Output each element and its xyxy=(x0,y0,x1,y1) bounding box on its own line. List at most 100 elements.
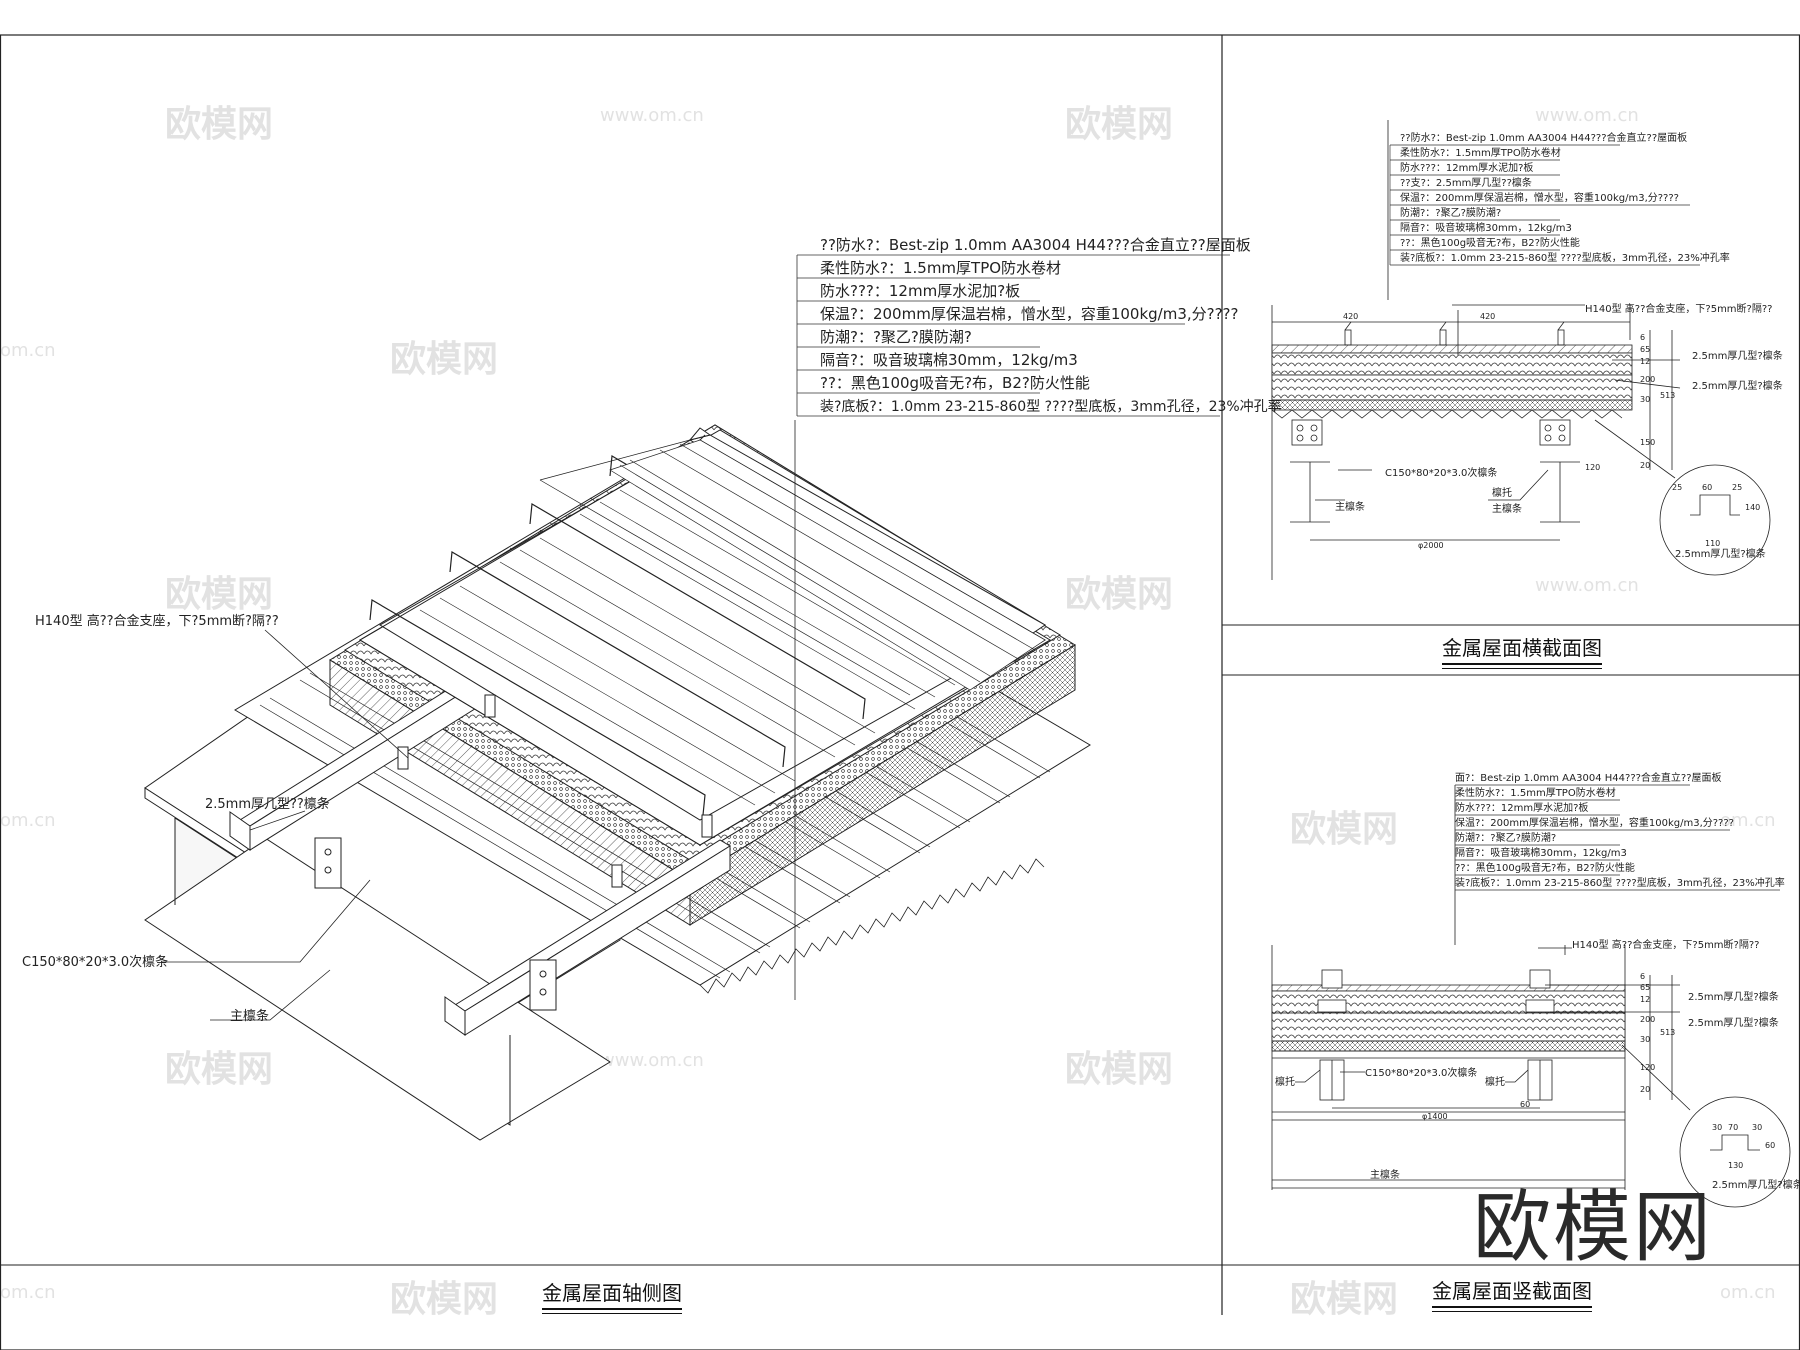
long-callouts: H140型 高??合金支座，下?5mm断?隔?? 2.5mm厚几型?檩条 2.5… xyxy=(1275,938,1800,1191)
axo-layer: 防潮?：?聚乙?膜防潮? xyxy=(820,328,972,346)
dim: 25 xyxy=(1672,483,1682,492)
cross-layer-table xyxy=(1389,144,1700,266)
axo-callouts: H140型 高??合金支座，下?5mm断?隔?? 2.5mm厚几型??檩条 C1… xyxy=(22,613,330,1024)
dim: 20 xyxy=(1640,1085,1650,1094)
callout-main: 主檩条 xyxy=(1492,502,1522,515)
dim: 150 xyxy=(1640,438,1655,447)
axonometric-view xyxy=(144,420,1091,1141)
callout-secondary: C150*80*20*3.0次檩条 xyxy=(1385,466,1497,479)
dim: 20 xyxy=(1640,461,1650,470)
dim: 70 xyxy=(1728,1123,1738,1132)
dim: 12 xyxy=(1640,995,1650,1004)
long-layer: 隔音?：吸音玻璃棉30mm，12kg/m3 xyxy=(1455,846,1627,859)
long-layer-texts: 面?：Best-zip 1.0mm AA3004 H44???合金直立??屋面板… xyxy=(1455,771,1785,889)
long-layer: 保温?：200mm厚保温岩棉，憎水型，容重100kg/m3,分???? xyxy=(1455,816,1734,829)
callout-omega-purlin: 2.5mm厚几型??檩条 xyxy=(205,796,330,812)
callout-secondary-purlin: C150*80*20*3.0次檩条 xyxy=(22,954,168,970)
long-dims: φ1400 60 6 65 12 200 30 513 120 20 30 70… xyxy=(1422,972,1775,1170)
dim: 65 xyxy=(1640,345,1650,354)
dim: 120 xyxy=(1640,1063,1655,1072)
dim: 60 xyxy=(1520,1100,1530,1109)
callout-support: H140型 高??合金支座，下?5mm断?隔?? xyxy=(1585,302,1772,315)
callout-support: H140型 高??合金支座，下?5mm断?隔?? xyxy=(1572,938,1759,951)
dim: 140 xyxy=(1745,503,1760,512)
callout-omega: 2.5mm厚几型?檩条 xyxy=(1688,1016,1779,1029)
long-layer: 防潮?：?聚乙?膜防潮? xyxy=(1455,831,1556,844)
title-text: 金属屋面竖截面图 xyxy=(1432,1275,1592,1308)
title-longitudinal: 金属屋面竖截面图 xyxy=(1432,1275,1592,1312)
dim: 200 xyxy=(1640,1015,1655,1024)
axo-layer: ??防水?：Best-zip 1.0mm AA3004 H44???合金直立??… xyxy=(820,236,1251,254)
long-layer: 柔性防水?：1.5mm厚TPO防水卷材 xyxy=(1455,786,1616,799)
long-layer: ??：黑色100g吸音无?布，B2?防火性能 xyxy=(1455,861,1635,874)
long-layer: 装?底板?：1.0mm 23-215-860型 ????型底板，3mm孔径，23… xyxy=(1455,876,1785,889)
dim: 60 xyxy=(1702,483,1712,492)
dim: 110 xyxy=(1705,539,1720,548)
axo-layer-texts: ??防水?：Best-zip 1.0mm AA3004 H44???合金直立??… xyxy=(820,236,1282,415)
axo-layer: 保温?：200mm厚保温岩棉，憎水型，容重100kg/m3,分???? xyxy=(820,305,1238,323)
dim: 30 xyxy=(1640,395,1650,404)
cross-layer: ??防水?：Best-zip 1.0mm AA3004 H44???合金直立??… xyxy=(1400,131,1687,144)
dim: 65 xyxy=(1640,983,1650,992)
axo-layer: ??：黑色100g吸音无?布，B2?防火性能 xyxy=(820,374,1090,392)
cross-callouts: H140型 高??合金支座，下?5mm断?隔?? 2.5mm厚几型?檩条 2.5… xyxy=(1335,302,1783,560)
panel-tail xyxy=(539,439,1046,696)
title-text: 金属屋面轴侧图 xyxy=(542,1277,682,1310)
secondary-c-purlins xyxy=(229,659,731,1036)
axo-layer-table xyxy=(796,254,1230,417)
axo-layer: 装?底板?：1.0mm 23-215-860型 ????型底板，3mm孔径，23… xyxy=(820,398,1282,415)
dim: 420 xyxy=(1343,312,1358,321)
cross-layer-texts: ??防水?：Best-zip 1.0mm AA3004 H44???合金直立??… xyxy=(1400,131,1730,264)
dim: 420 xyxy=(1480,312,1495,321)
cross-layer: 装?底板?：1.0mm 23-215-860型 ????型底板，3mm孔径，23… xyxy=(1400,251,1730,264)
cross-layer: ??：黑色100g吸音无?布，B2?防火性能 xyxy=(1400,236,1580,249)
callout-main: 主檩条 xyxy=(1370,1168,1400,1181)
long-layer: 防水???：12mm厚水泥加?板 xyxy=(1455,801,1588,814)
axo-leaders xyxy=(162,420,796,1021)
long-layer: 面?：Best-zip 1.0mm AA3004 H44???合金直立??屋面板 xyxy=(1455,771,1722,784)
dim: φ2000 xyxy=(1418,541,1444,550)
dim: 513 xyxy=(1660,391,1675,400)
cross-layer: ??支?：2.5mm厚几型??檩条 xyxy=(1400,176,1532,189)
cross-dims: 420 420 φ2000 6 65 12 200 30 513 150 20 … xyxy=(1343,312,1760,550)
axo-layer: 隔音?：吸音玻璃棉30mm，12kg/m3 xyxy=(820,351,1078,369)
callout-detail: 2.5mm厚几型?檩条 xyxy=(1712,1178,1800,1191)
dim: 130 xyxy=(1728,1161,1743,1170)
axo-layer: 防水???：12mm厚水泥加?板 xyxy=(820,282,1020,300)
dim: φ1400 xyxy=(1422,1112,1448,1121)
dim: 30 xyxy=(1752,1123,1762,1132)
callout-omega: 2.5mm厚几型?檩条 xyxy=(1692,379,1783,392)
dim: 30 xyxy=(1712,1123,1722,1132)
title-text: 金属屋面横截面图 xyxy=(1442,632,1602,665)
dim: 25 xyxy=(1732,483,1742,492)
cross-layer: 防潮?：?聚乙?膜防潮? xyxy=(1400,206,1501,219)
callout-brace: 檩托 xyxy=(1275,1075,1295,1088)
callout-main-purlin: 主檩条 xyxy=(230,1008,269,1024)
dim: 120 xyxy=(1585,463,1600,472)
brand-logo: 欧模网 xyxy=(1473,1183,1714,1273)
long-layer-table xyxy=(1455,784,1780,891)
main-purlin-beam xyxy=(144,704,621,1141)
callout-omega: 2.5mm厚几型?檩条 xyxy=(1692,349,1783,362)
title-cross-section: 金属屋面横截面图 xyxy=(1442,632,1602,669)
longitudinal-view xyxy=(1271,785,1791,1208)
dim: 12 xyxy=(1640,357,1650,366)
callout-brace: 檩托 xyxy=(1485,1075,1505,1088)
cross-layer: 隔音?：吸音玻璃棉30mm，12kg/m3 xyxy=(1400,221,1572,234)
callout-secondary: C150*80*20*3.0次檩条 xyxy=(1365,1066,1477,1079)
cross-layer: 防水???：12mm厚水泥加?板 xyxy=(1400,161,1533,174)
callout-omega: 2.5mm厚几型?檩条 xyxy=(1688,990,1779,1003)
callout-detail: 2.5mm厚几型?檩条 xyxy=(1675,547,1766,560)
dim: 513 xyxy=(1660,1028,1675,1037)
dim: 6 xyxy=(1640,972,1645,981)
title-axonometric: 金属屋面轴侧图 xyxy=(542,1277,682,1314)
callout-main: 主檩条 xyxy=(1335,500,1365,513)
dim: 6 xyxy=(1640,333,1645,342)
dim: 60 xyxy=(1765,1141,1775,1150)
cross-layer: 保温?：200mm厚保温岩棉，憎水型，容重100kg/m3,分???? xyxy=(1400,191,1679,204)
callout-support: H140型 高??合金支座，下?5mm断?隔?? xyxy=(35,613,279,629)
callout-brace: 檩托 xyxy=(1492,486,1512,499)
cross-layer: 柔性防水?：1.5mm厚TPO防水卷材 xyxy=(1400,146,1561,159)
cross-section-view xyxy=(1271,120,1771,580)
